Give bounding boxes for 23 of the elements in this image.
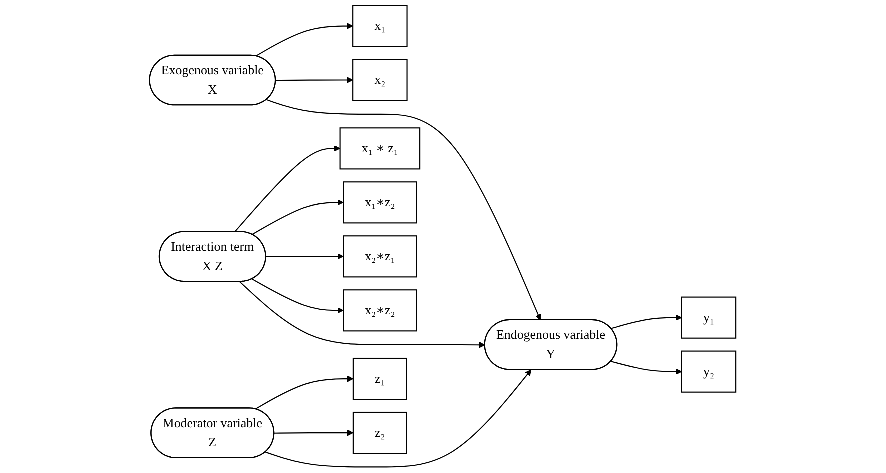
node-box: y₂ (681, 350, 737, 393)
node-box: x₁ ∗ z₁ (340, 128, 421, 170)
arrow (256, 23, 354, 57)
node-box: x₂∗z₂ (343, 290, 418, 332)
arrow (611, 314, 682, 330)
arrow (234, 146, 341, 233)
node-box: y₁ (681, 296, 737, 339)
node-box: x₁ (352, 5, 408, 48)
node-box: x₂ (352, 59, 408, 102)
arrow (274, 430, 354, 436)
arrow (266, 99, 542, 321)
node-box: z₁ (352, 358, 408, 400)
arrow (252, 200, 344, 236)
node-box: z₂ (352, 412, 408, 454)
arrow (276, 77, 354, 84)
arrow (240, 281, 486, 348)
node-box: x₁∗z₂ (343, 182, 418, 224)
arrow (266, 370, 532, 468)
arrow (252, 278, 344, 314)
node-box: x₂∗z₁ (343, 236, 418, 278)
arrow (255, 376, 354, 410)
arrow (266, 253, 344, 260)
arrow (611, 361, 682, 375)
